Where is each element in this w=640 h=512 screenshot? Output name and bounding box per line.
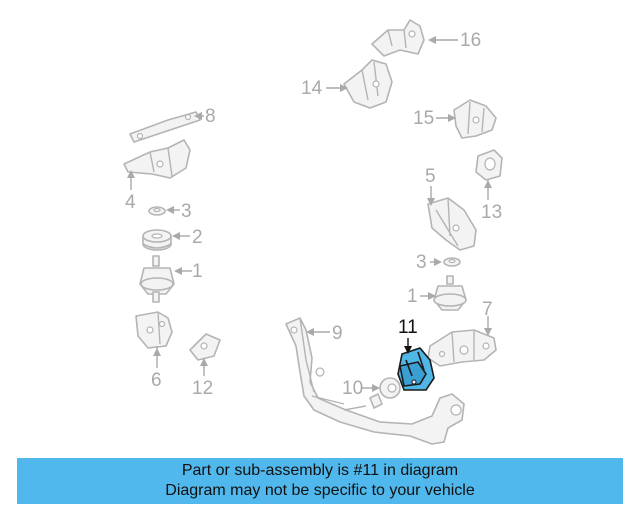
callout-3-right: 3 bbox=[416, 252, 427, 273]
callout-6: 6 bbox=[151, 370, 162, 391]
part-11-mount-highlighted[interactable] bbox=[397, 338, 435, 391]
callout-16: 16 bbox=[460, 30, 482, 51]
part-13-mount[interactable] bbox=[475, 149, 503, 200]
callout-11: 11 bbox=[398, 317, 418, 338]
callout-10: 10 bbox=[342, 378, 364, 399]
callout-1-right: 1 bbox=[407, 286, 418, 307]
part-7-bracket[interactable] bbox=[427, 316, 497, 367]
part-12-plate[interactable] bbox=[189, 333, 221, 376]
part-5-bracket[interactable] bbox=[427, 186, 477, 251]
info-banner: Part or sub-assembly is #11 in diagram D… bbox=[17, 458, 623, 504]
banner-line-disclaimer: Diagram may not be specific to your vehi… bbox=[165, 482, 475, 499]
part-9-crossmember[interactable] bbox=[285, 317, 465, 445]
part-8-strap[interactable] bbox=[129, 111, 204, 143]
callout-3-left: 3 bbox=[181, 201, 192, 222]
callout-1-left: 1 bbox=[192, 261, 203, 282]
part-2-mount-cushion[interactable] bbox=[142, 229, 190, 251]
part-1-engine-mount-left[interactable] bbox=[139, 255, 192, 303]
callout-4: 4 bbox=[125, 192, 136, 213]
part-10-bushing[interactable] bbox=[343, 377, 401, 411]
callout-2: 2 bbox=[192, 227, 203, 248]
callout-7: 7 bbox=[482, 299, 493, 320]
part-3-washer-left[interactable] bbox=[148, 206, 180, 216]
callout-14: 14 bbox=[301, 78, 323, 99]
part-16-bracket[interactable] bbox=[371, 19, 458, 57]
banner-line-part-number: Part or sub-assembly is #11 in diagram bbox=[181, 462, 459, 479]
callout-15: 15 bbox=[413, 108, 435, 129]
parts-diagram bbox=[123, 19, 503, 445]
part-1-engine-mount-right[interactable] bbox=[420, 275, 467, 311]
callout-5: 5 bbox=[425, 166, 436, 187]
callout-9: 9 bbox=[332, 323, 343, 344]
callout-13: 13 bbox=[481, 202, 503, 223]
part-15-bracket[interactable] bbox=[436, 99, 497, 139]
part-6-bracket[interactable] bbox=[135, 311, 173, 368]
part-3-washer-right[interactable] bbox=[430, 257, 461, 267]
callout-12: 12 bbox=[192, 378, 214, 399]
callout-8: 8 bbox=[205, 106, 216, 127]
part-14-bracket[interactable] bbox=[326, 59, 393, 109]
part-4-bracket[interactable] bbox=[123, 139, 191, 190]
